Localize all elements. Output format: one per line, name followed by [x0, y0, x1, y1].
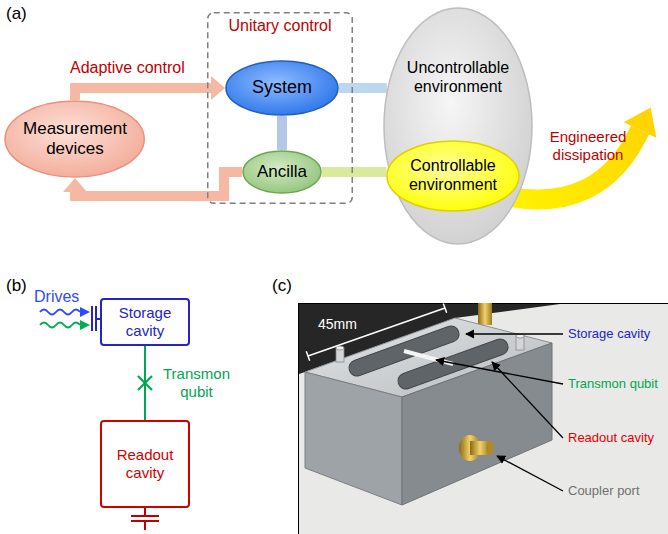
leader-line	[497, 456, 563, 491]
drive-wave	[40, 310, 80, 315]
storage-cavity-box: Storage cavity	[100, 298, 190, 346]
node-text: Ancilla	[257, 162, 307, 182]
node-text: Readout cavity	[105, 446, 185, 481]
node-text: System	[252, 77, 312, 98]
measurement-ellipse: Measurement devices	[4, 100, 145, 178]
coupling-band-path	[277, 116, 287, 150]
environment-coupling-band-path	[339, 83, 387, 93]
part-label: Coupler port	[568, 483, 640, 498]
adaptive-control-arrow-path	[75, 88, 211, 100]
environment-coupling-band	[339, 88, 387, 89]
edge-label: Adaptive control	[70, 59, 185, 78]
dissipation-label: Engineered dissipation	[540, 128, 636, 163]
adaptive-control-arrow	[75, 76, 225, 100]
part-label: Storage cavity	[568, 326, 650, 341]
ancilla-ellipse-shape	[243, 151, 321, 193]
drive-arrowhead	[80, 320, 90, 330]
node-text: Unitary control	[228, 17, 331, 36]
alignment-pin	[336, 346, 344, 350]
unitary-control-box-shape	[208, 13, 353, 204]
unitary-control-box: Unitary controlSystemAncilla	[207, 12, 353, 204]
node-text: Uncontrollable environment	[396, 59, 521, 97]
photo-frame	[299, 304, 668, 534]
block-front	[305, 372, 402, 505]
part-label: Readout cavity	[568, 430, 654, 445]
port-wire	[144, 508, 146, 516]
transmon-symbol	[138, 376, 152, 390]
environment-ellipse-shape	[384, 8, 532, 244]
coupler-end	[486, 441, 494, 455]
coupling-band	[282, 116, 283, 150]
dimension-tick	[306, 351, 309, 360]
environment-ellipse: Uncontrollable environmentControllable e…	[383, 7, 533, 245]
drive-wave	[40, 323, 80, 328]
dimension-line	[308, 308, 445, 356]
leader-line	[466, 333, 563, 334]
measurement-ellipse-shape	[5, 101, 144, 177]
node-text: Measurement devices	[19, 119, 131, 159]
capacitor-symbol	[91, 306, 93, 331]
junction-stroke	[138, 376, 152, 390]
dimension-tick	[443, 304, 446, 313]
arrowhead	[63, 178, 87, 192]
leader-line	[492, 362, 563, 438]
engineered-coupling-band-path	[322, 167, 386, 177]
junction-stroke	[138, 376, 152, 390]
sma-connector	[478, 303, 492, 325]
node-text: Storage cavity	[105, 304, 185, 339]
edge-label: Transmon qubit	[159, 365, 234, 400]
controllable-environment-ellipse: Controllable environment	[386, 140, 520, 212]
arrowhead	[211, 76, 225, 100]
dimension-label: 45mm	[318, 316, 357, 333]
measurement-arrow-path	[75, 172, 242, 196]
drive-arrowhead	[80, 307, 90, 317]
panel-label: (b)	[6, 276, 27, 296]
system-ellipse: System	[225, 60, 339, 116]
leader-line	[436, 360, 563, 384]
capacitor-symbol	[131, 515, 159, 517]
capacitor-wire	[96, 318, 100, 320]
ancilla-ellipse: Ancilla	[242, 150, 322, 194]
system-ellipse-shape	[226, 61, 338, 115]
panel-label: (c)	[272, 276, 292, 296]
engineered-coupling-band	[322, 172, 386, 173]
node-text: Controllable environment	[393, 157, 513, 195]
dissipation-arrowhead	[624, 107, 657, 137]
storage-cavity-box-shape	[101, 299, 189, 345]
controllable-environment-ellipse-shape	[387, 141, 519, 211]
readout-cavity-box-shape	[101, 421, 189, 507]
readout-cavity-box: Readout cavity	[100, 420, 190, 508]
port-wire	[144, 521, 146, 530]
panel-label: (a)	[6, 4, 27, 24]
device-photo	[299, 303, 668, 534]
part-label: Transmon qubit	[568, 376, 658, 391]
drives-label: Drives	[34, 288, 79, 307]
